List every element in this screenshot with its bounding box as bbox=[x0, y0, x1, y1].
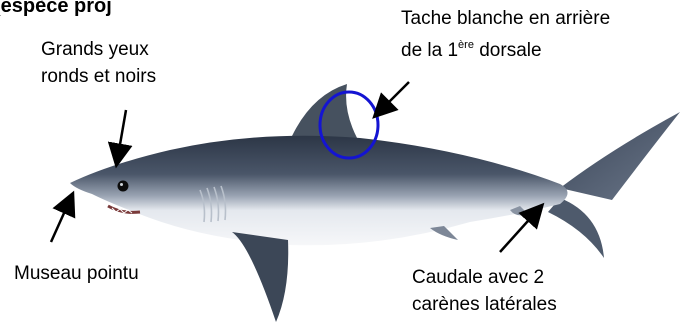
white-spot-label-line1: Tache blanche en arrière bbox=[401, 5, 610, 32]
caudal-fin-lower bbox=[548, 198, 604, 258]
white-spot-label-line2: de la 1ère dorsale bbox=[401, 32, 610, 64]
arrow-icon bbox=[51, 202, 69, 242]
arrow-icon bbox=[118, 110, 126, 156]
arrow-icon bbox=[500, 212, 536, 252]
pelvic-fin bbox=[430, 226, 458, 240]
eyes-label-line1: Grands yeux bbox=[41, 36, 156, 63]
eyes-label-line2: ronds et noirs bbox=[41, 63, 156, 90]
shark-body bbox=[70, 136, 568, 246]
caudal-label: Caudale avec 2 carènes latérales bbox=[412, 264, 557, 318]
arrow-icon bbox=[381, 82, 409, 110]
white-spot-label: Tache blanche en arrière de la 1ère dors… bbox=[401, 5, 610, 64]
caudal-label-line2: carènes latérales bbox=[412, 291, 557, 318]
caudal-label-line1: Caudale avec 2 bbox=[412, 264, 557, 291]
caudal-fin-upper bbox=[560, 112, 680, 200]
shark-illustration bbox=[70, 84, 680, 322]
pectoral-fin bbox=[232, 232, 288, 322]
shark-eye bbox=[118, 181, 129, 192]
eyes-label: Grands yeux ronds et noirs bbox=[41, 36, 156, 90]
snout-label: Museau pointu bbox=[14, 260, 139, 287]
